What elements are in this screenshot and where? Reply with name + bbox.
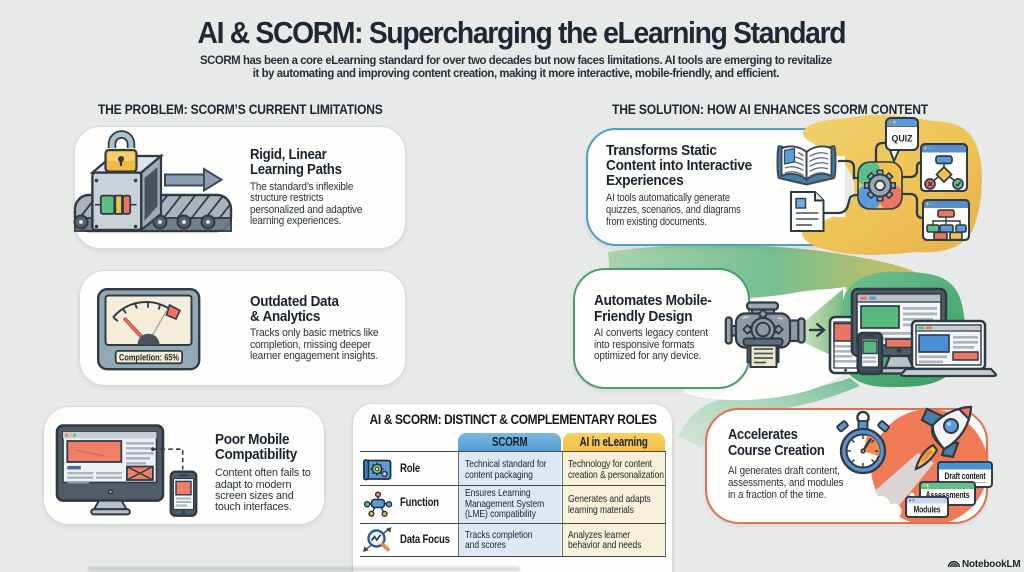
svg-text:Completion: 65%: Completion: 65% [119,352,180,362]
svg-text:Assessments: Assessments [926,490,970,500]
svg-text:Modules: Modules [914,504,941,514]
svg-text:QUIZ: QUIZ [892,134,913,145]
svg-text:Draft content: Draft content [945,471,986,481]
